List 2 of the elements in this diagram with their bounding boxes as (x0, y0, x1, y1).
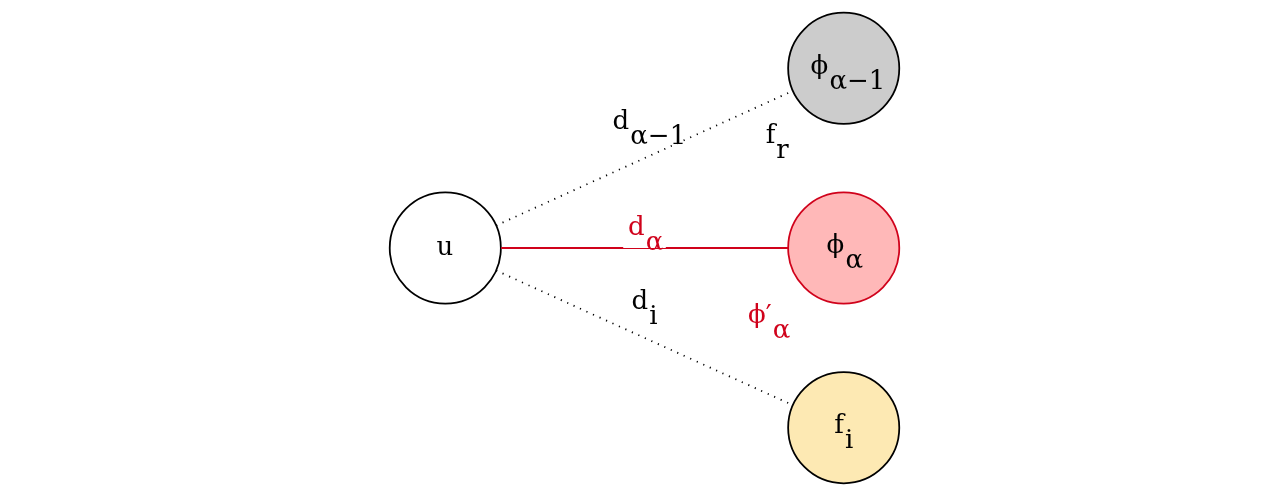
node-circle: u (388, 191, 502, 305)
connector (499, 247, 789, 249)
